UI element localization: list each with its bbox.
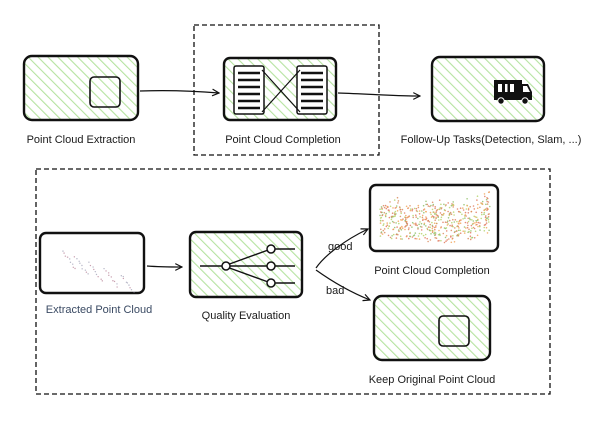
- followup-box: [430, 55, 546, 123]
- bad-label: bad: [326, 285, 344, 297]
- truck-icon: [494, 80, 532, 105]
- list-icon: [233, 65, 328, 115]
- completed-node: Point Cloud Completion: [368, 183, 500, 277]
- extracted-node: Extracted Point Cloud: [38, 231, 152, 316]
- arrow-extraction-to-completion: [139, 91, 219, 93]
- extraction-node: Point Cloud Extraction: [22, 54, 140, 146]
- keep-label: Keep Original Point Cloud: [369, 374, 496, 386]
- completion-focus-frame: [193, 24, 380, 156]
- arrow-bad-branch: [315, 269, 370, 300]
- completion-node: Point Cloud Completion: [222, 56, 341, 146]
- network-icon: [200, 244, 295, 288]
- square-icon: [438, 315, 470, 347]
- extracted-label: Extracted Point Cloud: [46, 304, 152, 316]
- point-cloud-sparse-icon: [62, 250, 135, 293]
- arrow-extracted-to-quality: [146, 266, 182, 267]
- quality-label: Quality Evaluation: [202, 310, 291, 322]
- arrow-completion-to-followup: [337, 93, 420, 96]
- keep-box: [372, 294, 492, 362]
- arrow-good-branch: [315, 229, 368, 269]
- quality-node: Quality Evaluation: [188, 230, 304, 322]
- extraction-box: [22, 54, 140, 122]
- keep-node: Keep Original Point Cloud: [369, 294, 496, 386]
- extracted-box: [38, 231, 146, 295]
- completion-label: Point Cloud Completion: [225, 134, 341, 146]
- completed-label: Point Cloud Completion: [374, 265, 490, 277]
- extraction-label: Point Cloud Extraction: [27, 134, 136, 146]
- quality-box: [188, 230, 304, 299]
- followup-node: Follow-Up Tasks(Detection, Slam, ...): [401, 55, 582, 146]
- good-label: good: [328, 241, 352, 253]
- point-cloud-dense-icon: [379, 191, 491, 244]
- detail-frame: [35, 168, 551, 395]
- square-icon: [89, 76, 121, 108]
- followup-label: Follow-Up Tasks(Detection, Slam, ...): [401, 134, 582, 146]
